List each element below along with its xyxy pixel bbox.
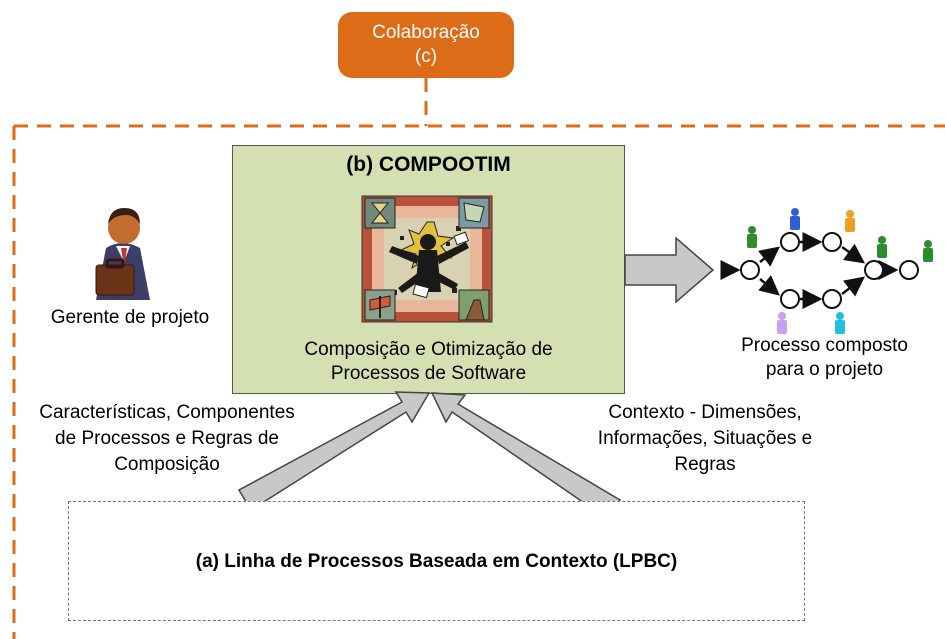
compootim-caption-line1: Composição e Otimização de — [304, 339, 553, 360]
corner-icon-map — [458, 197, 490, 229]
right-input-line2: Informações, Situações e — [597, 428, 813, 449]
left-input-line2: de Processos e Regras de — [55, 428, 279, 449]
role-figures — [747, 208, 933, 334]
left-input-line3: Composição — [114, 454, 220, 475]
compootim-caption-line2: Processos de Software — [330, 363, 527, 384]
process-label-line2: para o projeto — [765, 359, 884, 380]
corner-icon-hourglass — [364, 197, 396, 229]
corner-icon-signs — [364, 289, 396, 321]
left-input-line1: Características, Componentes — [39, 402, 295, 423]
collaboration-box — [338, 12, 514, 78]
right-input-line1: Contexto - Dimensões, — [608, 402, 802, 423]
collaboration-label: Colaboração (c) — [372, 22, 480, 67]
lpbc-box — [68, 501, 805, 621]
right-input-line3: Regras — [674, 454, 736, 475]
lpbc-label: (a) Linha de Processos Baseada em Contex… — [195, 551, 678, 572]
manager-label: Gerente de projeto — [50, 307, 210, 328]
compootim-title: (b) COMPOOTIM — [346, 153, 511, 176]
corner-icon-road — [458, 289, 490, 321]
process-label-line1: Processo composto — [741, 335, 908, 356]
